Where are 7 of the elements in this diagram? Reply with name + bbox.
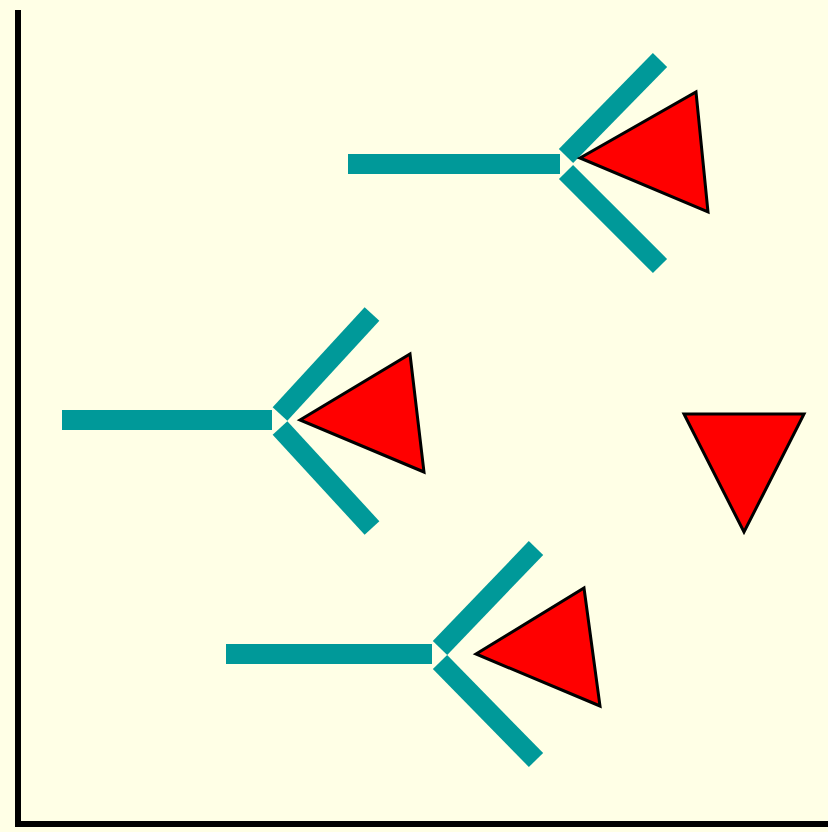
antibody-drawing	[62, 307, 380, 535]
antigen-triangle	[296, 351, 426, 475]
antibody-drawing	[226, 541, 544, 767]
antigen-triangle	[472, 585, 602, 709]
antigen-triangle	[576, 89, 710, 215]
antibody-drawing	[348, 53, 668, 274]
antigen-triangle	[681, 412, 807, 536]
